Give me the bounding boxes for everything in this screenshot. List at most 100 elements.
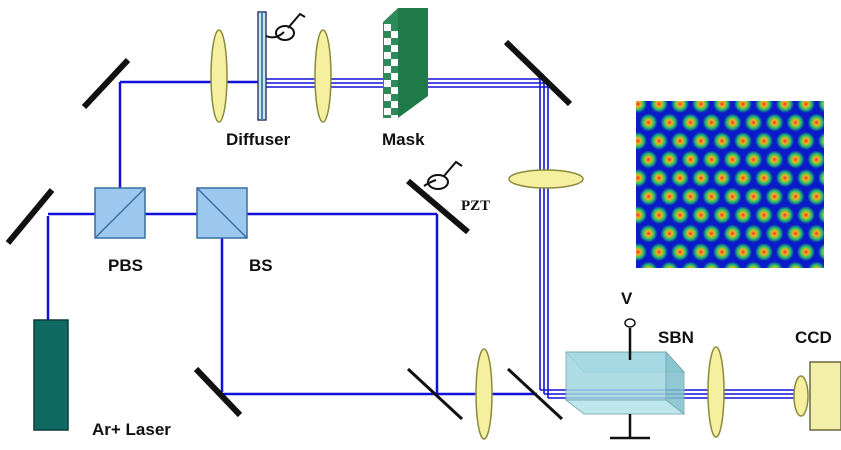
mask: [383, 8, 428, 122]
lattice-spot: [818, 169, 824, 187]
pzt-actuator: [423, 160, 463, 190]
lattice-spot: [713, 280, 731, 298]
lattice-spot: [755, 101, 773, 113]
ccd-camera: [809, 361, 841, 431]
lattice-spot: [829, 225, 841, 243]
lattice-spot: [671, 101, 689, 113]
lattice-spot: [829, 262, 841, 280]
lattice-spot: [818, 132, 824, 150]
lattice-spot: [681, 150, 700, 169]
mirror-top-right: [503, 39, 573, 107]
lattice-spot: [650, 101, 668, 113]
lattice-spot: [692, 169, 710, 187]
lattice-spot: [660, 187, 679, 206]
mask-checker-cell: [384, 108, 391, 115]
lattice-spot: [692, 243, 710, 261]
lattice-spot: [692, 132, 710, 150]
mask-checker-pattern: [384, 24, 398, 122]
mask-checker-cell: [384, 80, 391, 87]
lattice-spot: [755, 280, 773, 298]
lattice-spot: [692, 101, 710, 113]
lattice-spot: [702, 150, 721, 169]
lattice-spot: [681, 224, 700, 243]
lattice-spot: [797, 280, 815, 298]
lattice-spot: [650, 169, 668, 187]
mask-checker-cell: [391, 87, 398, 94]
lattice-spot: [671, 206, 689, 224]
ar-laser: [33, 319, 69, 431]
lens-vertical-path: [508, 169, 584, 189]
lattice-spot: [681, 187, 700, 206]
lattice-spot: [734, 169, 752, 187]
lattice-spot: [797, 169, 815, 187]
lattice-inset-image: [636, 101, 841, 298]
lattice-spot: [650, 132, 668, 150]
lattice-spot: [776, 280, 794, 298]
label-sbn: SBN: [658, 328, 694, 347]
lattice-spot: [765, 150, 784, 169]
lattice-spot: [807, 224, 824, 243]
lattice-spot: [723, 150, 742, 169]
bs-cube: [196, 187, 248, 239]
lattice-spot: [723, 113, 742, 132]
lattice-spot: [807, 187, 824, 206]
lattice-spot: [755, 132, 773, 150]
lattice-spot: [797, 243, 815, 261]
mask-checker-cell: [391, 101, 398, 108]
lattice-spot: [786, 187, 805, 206]
lattice-spot: [786, 224, 805, 243]
mask-checker-cell: [384, 24, 391, 31]
diffuser: [257, 11, 306, 121]
mask-checker-cell: [391, 73, 398, 80]
lattice-spot: [829, 114, 841, 132]
lattice-spot: [660, 261, 679, 268]
lattice-spot: [713, 243, 731, 261]
lattice-spot: [755, 206, 773, 224]
label-ccd: CCD: [795, 328, 832, 347]
lattice-spot: [744, 261, 763, 268]
lattice-spot: [660, 113, 679, 132]
lattice-spot: [702, 113, 721, 132]
lattice-spot: [744, 187, 763, 206]
lattice-spot: [639, 150, 658, 169]
lattice-spot: [818, 280, 836, 298]
lattice-spot: [636, 169, 647, 187]
lattice-spot: [776, 169, 794, 187]
lattice-spot: [713, 101, 731, 113]
lattice-spot: [786, 150, 805, 169]
lattice-spot: [723, 224, 742, 243]
mirror-bottom-left: [193, 366, 243, 418]
mask-checker-cell: [391, 45, 398, 52]
lattice-spot: [776, 243, 794, 261]
mirror-pzt: [406, 178, 470, 235]
lenses: [210, 29, 809, 440]
lattice-spot: [713, 169, 731, 187]
mask-checker-cell: [384, 94, 391, 101]
lens-before-ccd: [707, 346, 725, 438]
label-pbs: PBS: [108, 256, 143, 275]
mirror-left: [5, 188, 55, 245]
mirrors: [5, 39, 573, 418]
lattice-spot: [681, 113, 700, 132]
lattice-spot: [671, 169, 689, 187]
lattice-spot: [702, 224, 721, 243]
mask-checker-cell: [391, 115, 398, 122]
mask-checker-cell: [391, 59, 398, 66]
lattice-spot: [639, 261, 658, 268]
lattice-spot: [807, 113, 824, 132]
lattice-spot: [639, 113, 658, 132]
lattice-spot: [734, 280, 752, 298]
label-diffuser: Diffuser: [226, 130, 291, 149]
lattice-spot: [636, 132, 647, 150]
lattice-spot: [776, 206, 794, 224]
lattice-spot: [755, 169, 773, 187]
lattice-spot: [650, 206, 668, 224]
label-pzt: PZT: [461, 198, 491, 214]
lattice-spot: [776, 101, 794, 113]
lattice-spot: [744, 224, 763, 243]
lattice-spot: [636, 101, 647, 113]
lattice-spot: [734, 132, 752, 150]
lattice-spot: [639, 224, 658, 243]
